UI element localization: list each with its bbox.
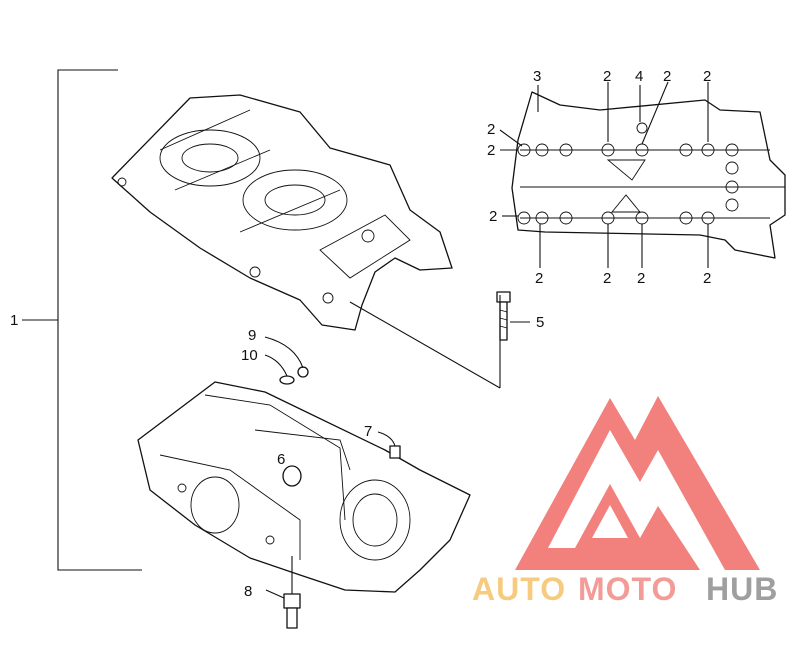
callout-2: 2: [487, 142, 495, 159]
callout-2: 2: [703, 68, 711, 85]
callout-7: 7: [364, 423, 372, 440]
leader-lines: [264, 81, 709, 599]
watermark-text-hub: HUB: [706, 571, 778, 607]
callout-3: 3: [533, 68, 541, 85]
callout-5: 5: [536, 314, 544, 331]
watermark-text-moto: MOTO: [578, 571, 677, 607]
callout-2: 2: [663, 68, 671, 85]
logo-triangle-outer: [515, 396, 760, 570]
watermark-text-auto: AUTO: [472, 571, 566, 607]
callout-2: 2: [703, 270, 711, 287]
callout-4: 4: [635, 68, 643, 85]
callout-9: 9: [248, 327, 256, 344]
callout-10: 10: [241, 347, 258, 364]
logo-triangle-inner: [592, 505, 628, 538]
lower-crankcase: [137, 381, 471, 593]
callout-2: 2: [603, 68, 611, 85]
callout-8: 8: [244, 583, 252, 600]
callout-labels: 1 2 2 2 2 2 2 2 2 2 2 2 3 4 5 6 7 8 9 10: [10, 68, 711, 600]
callout-2: 2: [487, 121, 495, 138]
dowel-6: [282, 465, 302, 487]
bolt-5: [496, 291, 511, 341]
watermark-logo: AUTO MOTO HUB: [472, 396, 778, 607]
callout-2: 2: [637, 270, 645, 287]
callout-1: 1: [10, 312, 18, 329]
drain-plug-8: [283, 593, 301, 629]
callout-2: 2: [489, 208, 497, 225]
crankcase-top-view: [511, 91, 786, 259]
plug-7: [389, 445, 401, 459]
callout-6: 6: [277, 451, 285, 468]
callout-2: 2: [535, 270, 543, 287]
assembly-bracket: [22, 69, 142, 571]
upper-crankcase: [111, 94, 453, 331]
callout-2: 2: [603, 270, 611, 287]
